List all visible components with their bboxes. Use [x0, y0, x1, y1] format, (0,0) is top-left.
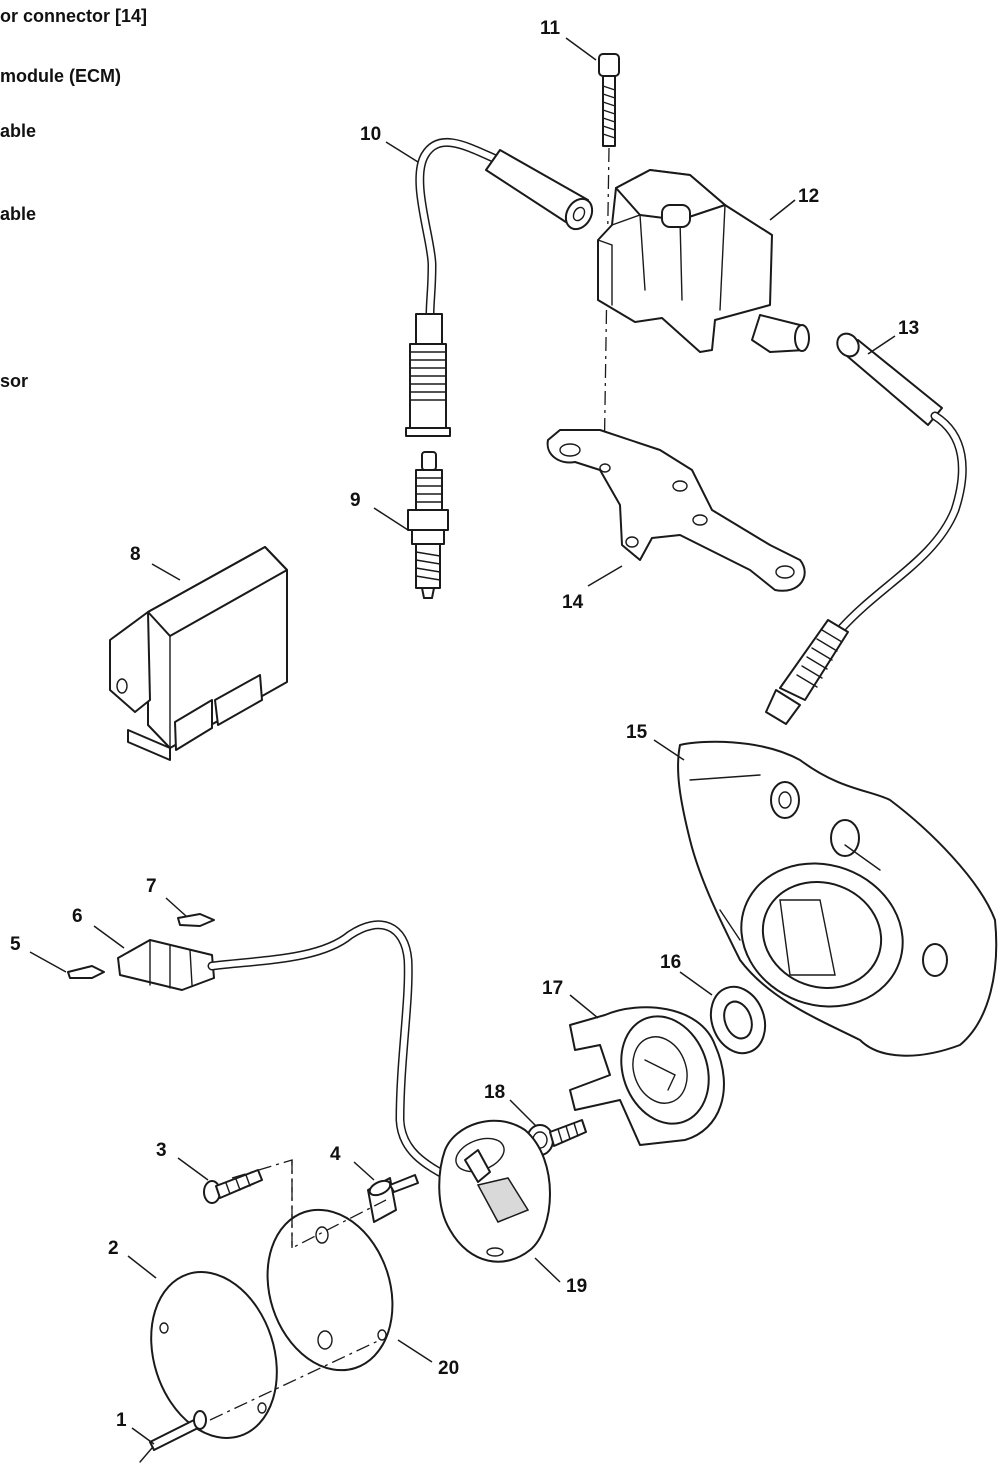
callout-19: 19	[566, 1276, 587, 1297]
part-20-gasket	[266, 1208, 394, 1372]
part-17-rotor	[569, 1006, 725, 1146]
part-10-spark-plug-cable	[405, 138, 594, 437]
callout-4: 4	[330, 1144, 341, 1165]
callout-7: 7	[146, 876, 157, 897]
part-19-sensor-plate	[438, 1119, 551, 1263]
callout-3: 3	[156, 1140, 167, 1161]
callout-8: 8	[130, 544, 141, 565]
callout-16: 16	[660, 952, 681, 973]
callout-17: 17	[542, 978, 563, 999]
part-12-ignition-coil	[597, 169, 810, 353]
part-8-ecm	[109, 546, 288, 761]
part-13-coil-cable	[765, 332, 967, 725]
callout-11: 11	[540, 18, 561, 39]
callout-5: 5	[10, 934, 21, 955]
part-2-cover-plate	[150, 1271, 278, 1439]
legend-line-4: able	[0, 204, 36, 224]
callout-9: 9	[350, 490, 361, 511]
callout-13: 13	[898, 318, 919, 339]
callout-18: 18	[484, 1082, 505, 1103]
part-7-terminal	[177, 913, 215, 927]
part-15-cover	[677, 740, 998, 1057]
legend-line-2: module (ECM)	[0, 66, 121, 86]
part-6-connector	[117, 920, 475, 1195]
callout-10: 10	[360, 124, 381, 145]
callout-6: 6	[72, 906, 83, 927]
assembly-lines	[209, 1159, 387, 1421]
leader-lines	[29, 37, 896, 1445]
part-9-spark-plug	[407, 451, 449, 599]
part-11-screw	[598, 53, 620, 471]
callout-numbers: 1 2 3 4 5 6 7 8 9 10 11 12 13 14 15 16 1…	[10, 18, 919, 1431]
callout-12: 12	[798, 186, 819, 207]
legend: or connector [14] module (ECM) able able…	[0, 6, 147, 391]
callout-1: 1	[116, 1410, 127, 1431]
legend-line-5: sor	[0, 371, 28, 391]
part-4-standoff	[367, 1174, 419, 1223]
legend-line-3: able	[0, 121, 36, 141]
callout-2: 2	[108, 1238, 119, 1259]
part-14-coil-bracket	[546, 429, 806, 592]
callout-15: 15	[626, 722, 648, 743]
part-1-rivet	[139, 1410, 207, 1463]
part-5-terminal	[67, 965, 105, 979]
callout-14: 14	[562, 592, 584, 613]
part-16-seal	[709, 985, 767, 1055]
callout-20: 20	[438, 1358, 459, 1379]
legend-line-1: or connector [14]	[0, 6, 147, 26]
part-3-screw	[203, 1169, 263, 1204]
